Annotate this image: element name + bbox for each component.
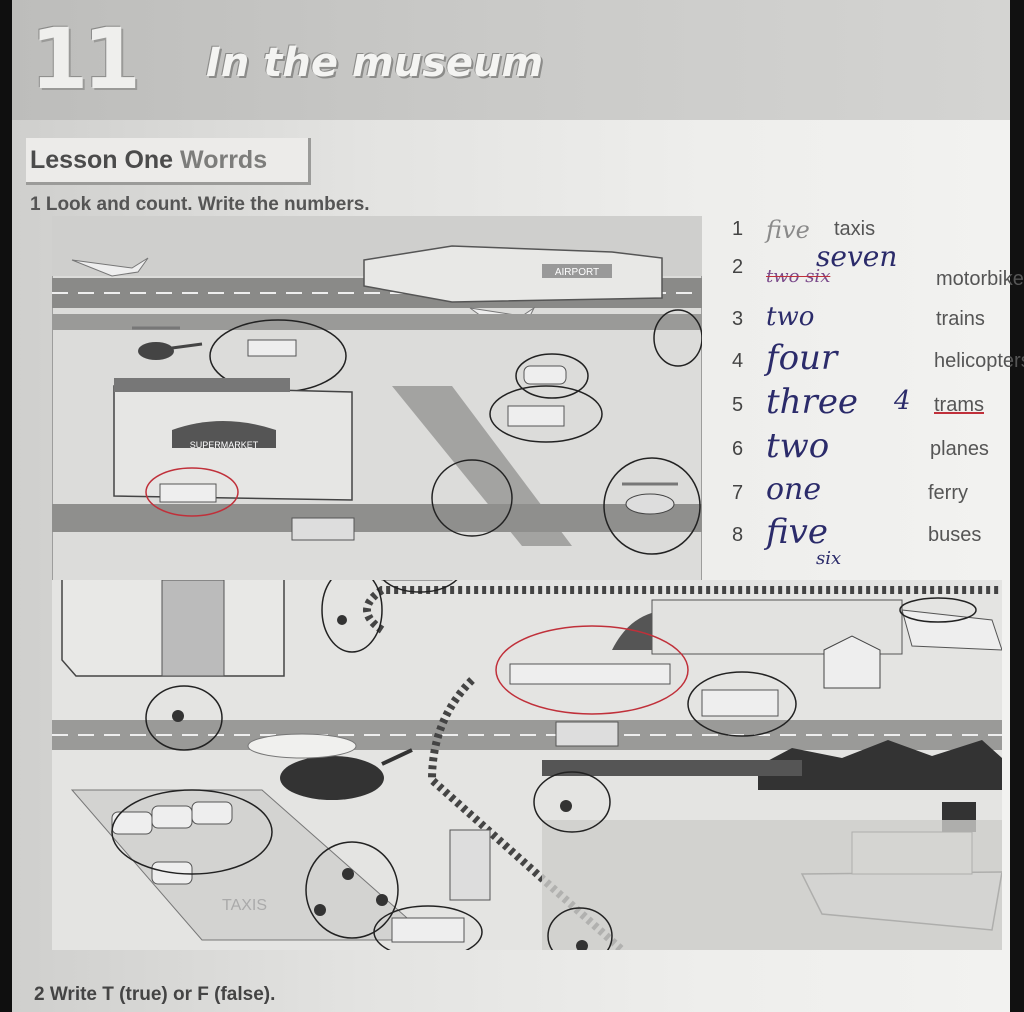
handwritten-answer: five [766, 216, 810, 244]
item-number: 2 [732, 256, 744, 278]
motorbike-icon [560, 800, 572, 812]
vehicle-word: trains [936, 308, 985, 330]
motorbike-icon [172, 710, 184, 722]
train-icon [901, 609, 1002, 651]
bus-icon [391, 917, 465, 943]
house-icon [823, 635, 881, 689]
lesson-title-main: Lesson One [30, 146, 174, 174]
teacher-correction: 4 [894, 386, 911, 416]
handwritten-answer: one [766, 472, 822, 507]
unit-title: In the museum [206, 40, 544, 86]
answer-circle [305, 841, 399, 939]
item-number: 1 [732, 218, 744, 240]
answer-circle [899, 597, 977, 623]
tram-icon [449, 829, 491, 901]
answer-circle [653, 309, 702, 367]
lesson-title-subtitle: Worrds [180, 146, 268, 174]
motorbike-icon [314, 868, 388, 916]
handwritten-answer: three [766, 382, 859, 422]
workbook-page: 11 In the museum Lesson One Worrds 1 Loo… [12, 0, 1024, 1012]
teacher-correction: six [816, 548, 842, 569]
city-illustration-lower: TAXIS [52, 580, 1002, 950]
helicopter-icon [132, 326, 203, 360]
lesson-tab [26, 138, 311, 185]
motorbike-icon [576, 940, 588, 950]
plane-icon [71, 257, 149, 277]
handwritten-answer: seven [816, 240, 898, 273]
answer-row-6: 6 two planes [730, 426, 1022, 472]
item-number: 3 [732, 308, 744, 330]
answer-circle [495, 625, 689, 715]
vehicle-word: planes [930, 438, 989, 460]
helicopter-icon [622, 482, 678, 515]
train-icon [509, 663, 671, 685]
handwritten-answer: four [766, 338, 838, 378]
answer-row-3: 3 two trains [730, 302, 1022, 342]
item-number: 4 [732, 350, 744, 372]
exercise1-instruction: 1 Look and count. Write the numbers. [30, 194, 370, 215]
handwritten-answer: five [766, 512, 829, 552]
handwritten-answer: two [766, 302, 815, 332]
answer-row-7: 7 one ferry [730, 472, 1022, 516]
answer-circle [603, 457, 701, 555]
tram-icon [291, 517, 355, 541]
bus-icon [701, 689, 779, 717]
item-number: 8 [732, 524, 744, 546]
answer-list: 1 five taxis 2 two six seven motorbikes … [730, 212, 1024, 569]
item-number: 7 [732, 482, 744, 504]
taxi-sign: TAXIS [222, 897, 267, 914]
city-illustration-upper: AIRPORT SUPERMARKET [52, 216, 702, 588]
supermarket-building: SUPERMARKET [113, 378, 353, 501]
motorbike-icon [337, 615, 347, 625]
bus-icon [159, 483, 217, 503]
answer-row-5: 5 three 4 trams [730, 382, 1022, 428]
answer-circle [145, 685, 223, 751]
school-building [61, 580, 285, 677]
vehicle-word: helicopters [934, 350, 1024, 372]
answer-row-2: 2 two six seven motorbikes [730, 240, 1024, 290]
answer-circle [547, 907, 613, 950]
airport-sign: AIRPORT [555, 267, 599, 278]
vehicle-word: taxis [834, 218, 876, 240]
handwritten-answer: two [766, 426, 830, 466]
answer-circle [533, 771, 611, 833]
item-number: 6 [732, 438, 744, 460]
photo-edge-left [0, 0, 12, 1012]
unit-number: 11 [30, 10, 141, 108]
item-number: 5 [732, 394, 744, 416]
answer-row-8: 8 five six buses [730, 512, 1022, 569]
unit-header-band [12, 0, 1010, 120]
answer-circle [515, 353, 589, 399]
airport-sign-plate [542, 264, 612, 278]
photo-edge-right [1010, 0, 1024, 1012]
vehicle-word: motorbikes [936, 268, 1024, 290]
helicopter-icon [247, 733, 413, 800]
tram-icon [555, 721, 619, 747]
vehicle-word: buses [928, 524, 982, 546]
car-icon [523, 365, 567, 385]
answer-circle [489, 385, 603, 443]
vehicle-word: ferry [928, 482, 968, 504]
supermarket-sign: SUPERMARKET [190, 440, 259, 450]
car-icon [111, 801, 233, 885]
answer-row-4: 4 four helicopters [730, 338, 1024, 384]
answer-circle [431, 459, 513, 537]
answer-circle [145, 467, 239, 517]
warehouse-building [758, 740, 1002, 790]
bus-icon [507, 405, 565, 427]
exercise2-instruction: 2 Write T (true) or F (false). [34, 984, 276, 1005]
answer-circle [321, 580, 383, 653]
crossed-out-answer: two six [766, 266, 831, 287]
airport-building: AIRPORT [363, 245, 663, 303]
answer-circle [687, 671, 797, 737]
bus-icon [247, 339, 297, 357]
vehicle-word: trams [934, 394, 984, 416]
answer-circle [382, 580, 458, 593]
lesson-title: Lesson One Worrds [30, 146, 267, 175]
answer-row-1: 1 five taxis [730, 212, 1022, 252]
answer-circle [373, 905, 483, 950]
answer-circle [111, 789, 273, 875]
